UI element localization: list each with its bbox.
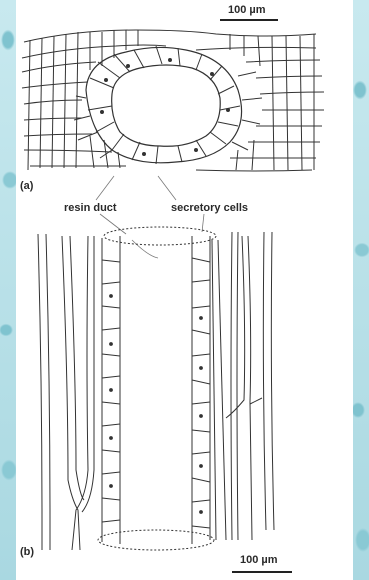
panel-b-longitudinal-section	[38, 227, 274, 550]
panel-a-cross-section	[22, 30, 324, 171]
resin-duct-label: resin duct	[64, 202, 117, 214]
panel-b-label: (b)	[20, 546, 34, 558]
secretory-cells-label: secretory cells	[171, 202, 248, 214]
resin-duct-drawing	[16, 0, 353, 580]
label-leader-lines	[96, 176, 204, 258]
panel-a-label: (a)	[20, 180, 33, 192]
scale-bar-bottom-label: 100 µm	[240, 554, 278, 566]
botanical-illustration: 100 µm (a) resin duct secretory cells (b…	[16, 0, 353, 580]
scale-bar-top-label: 100 µm	[228, 4, 266, 16]
